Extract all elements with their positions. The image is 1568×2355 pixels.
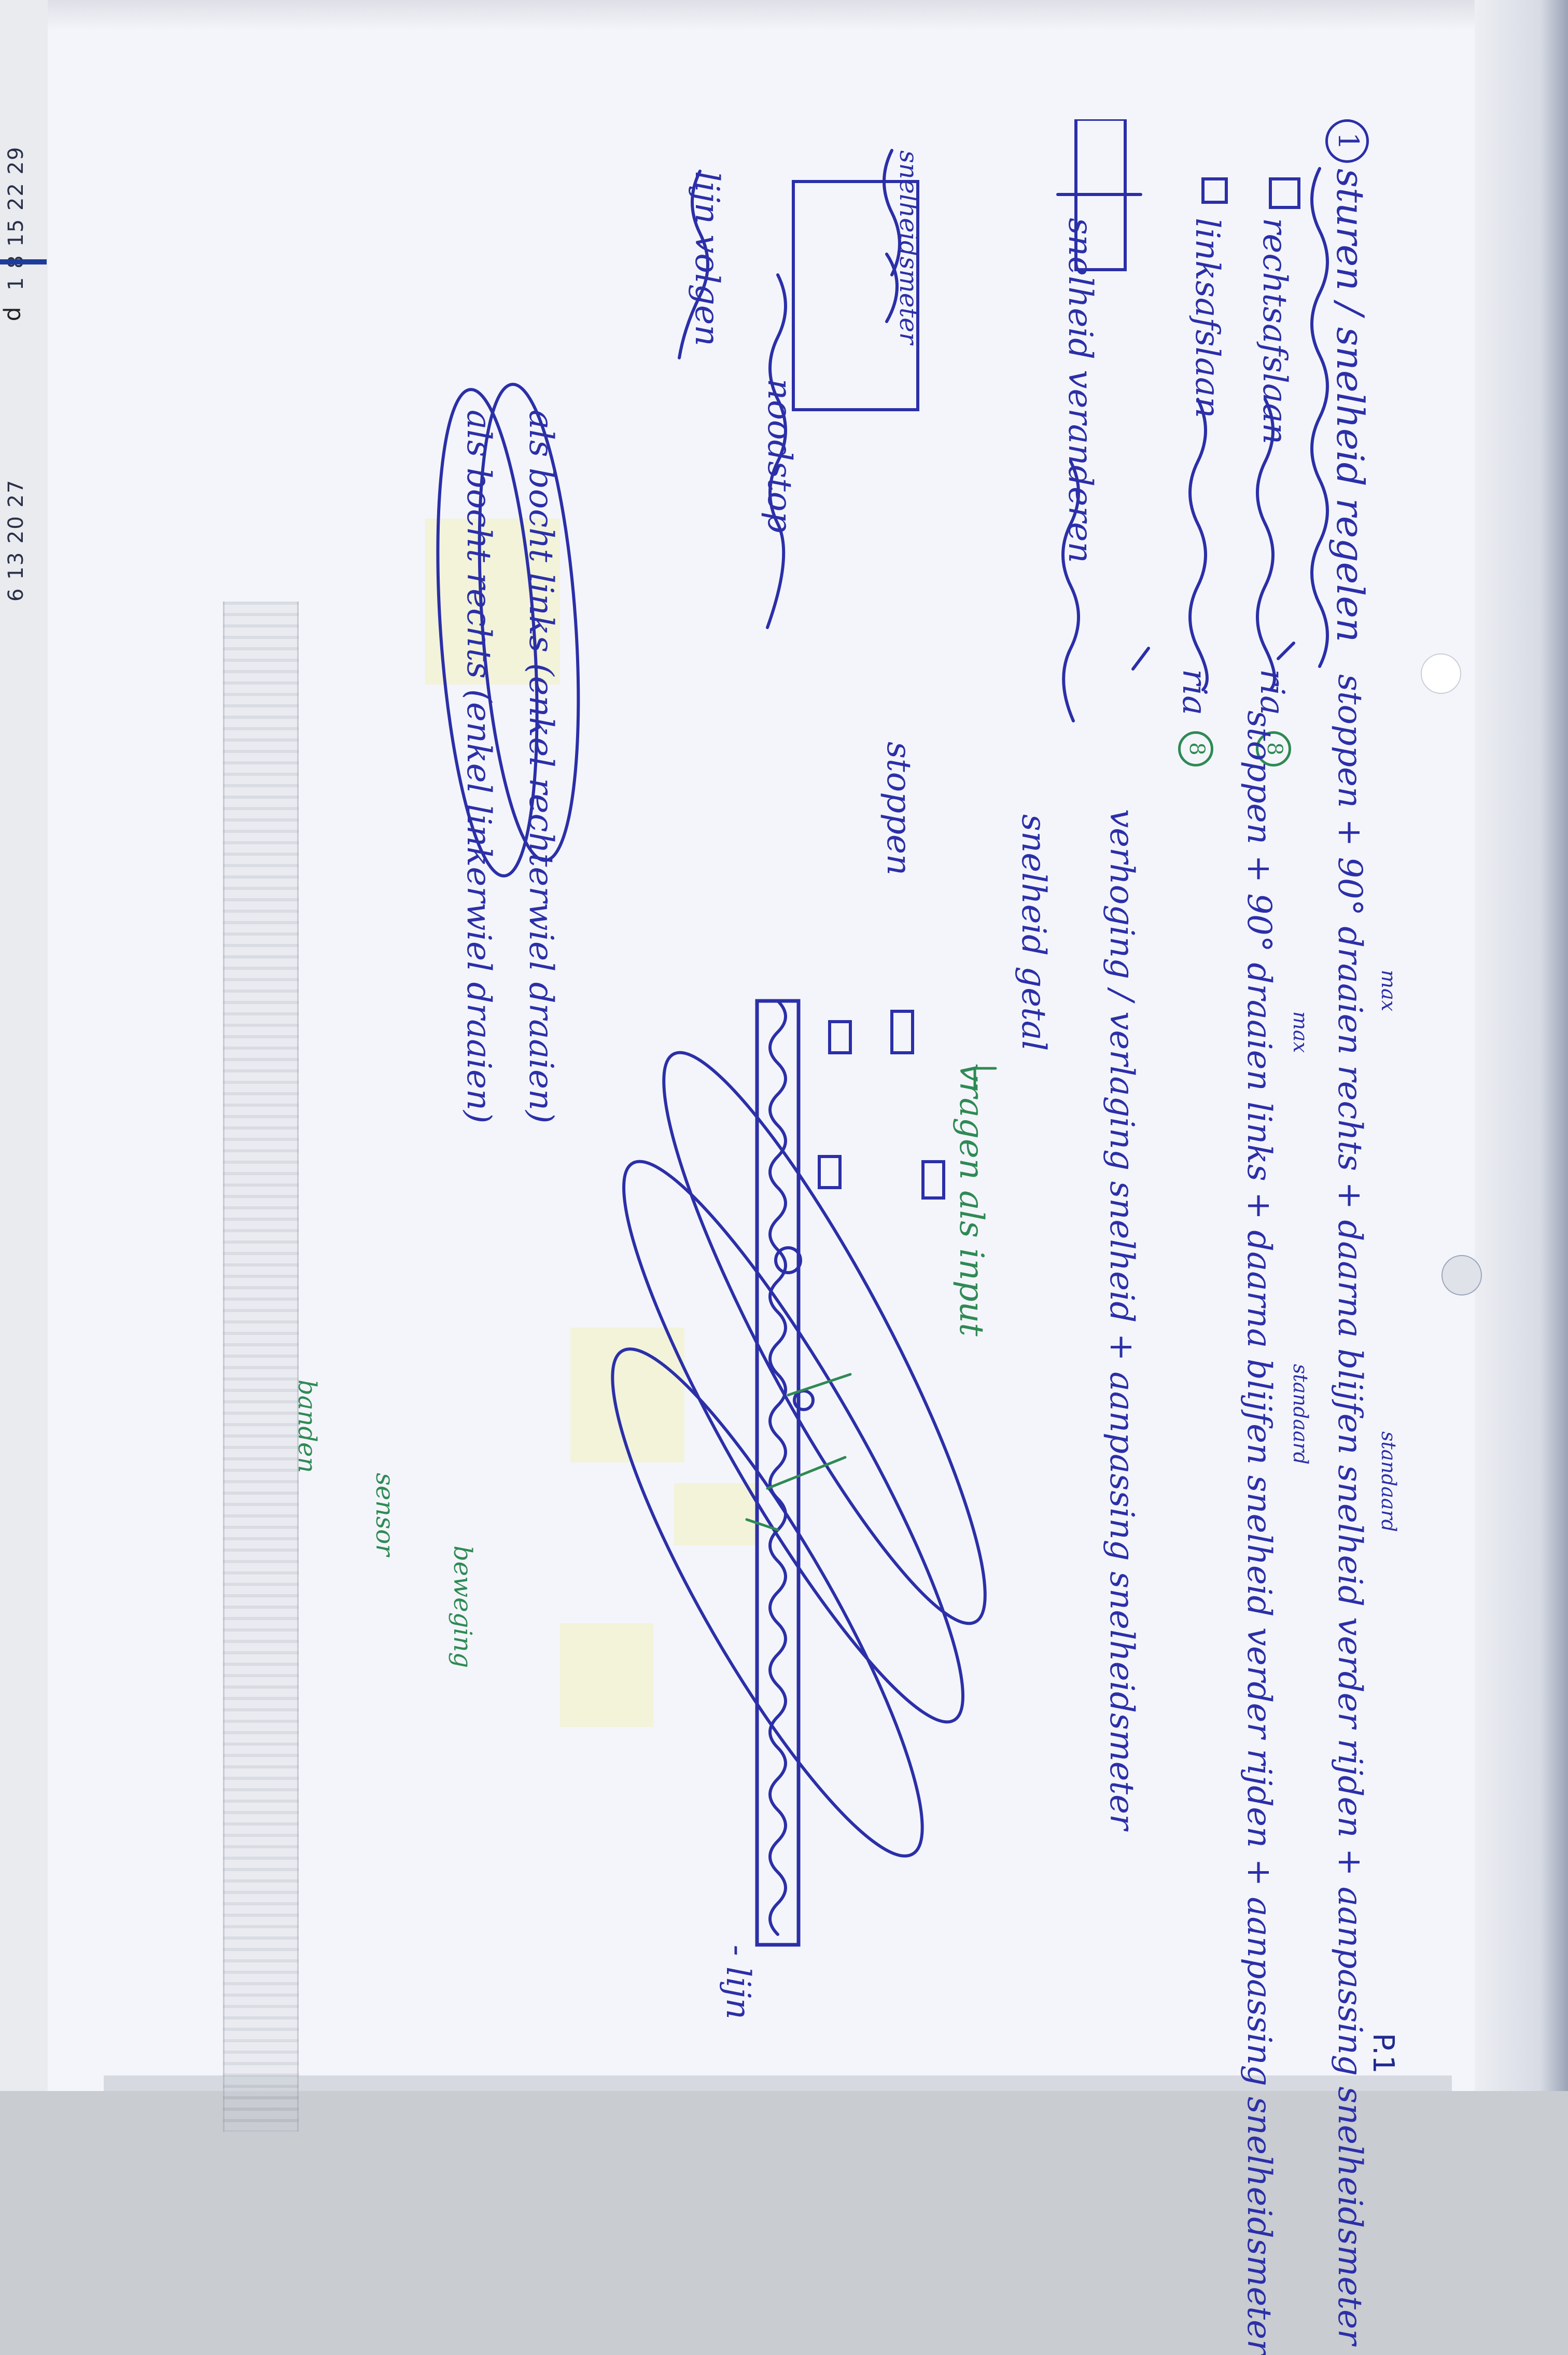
snelheidsmeter-underline (883, 149, 901, 276)
lasso-1 (662, 1051, 987, 1625)
robot-marker (921, 1160, 945, 1200)
lijn-volgen-underline (678, 170, 709, 359)
hole-punch (1421, 653, 1461, 694)
tape-patch (560, 1623, 653, 1727)
page-label: P.1 (1366, 2033, 1400, 2074)
sketch-layer (436, 119, 1329, 1947)
hole-punch (1441, 1255, 1482, 1295)
calendar-highlight-bar (0, 259, 47, 264)
green-pointer-sensor (766, 1456, 847, 1490)
paper-sheet (48, 0, 1568, 2091)
paper-right-edge (1475, 0, 1568, 2091)
robot-marker (828, 1020, 852, 1054)
arrow-noodstop (766, 273, 787, 629)
green-hook (973, 1067, 997, 1091)
label-max-1: max (1377, 970, 1400, 1012)
calendar-dates-row-1: 1 8 15 22 29 (4, 146, 28, 290)
checkbox-linksafslaan (1201, 177, 1228, 204)
robot-marker (818, 1155, 842, 1189)
paper-bottom-edge (104, 2075, 1452, 2091)
calendar-letter: d (0, 306, 26, 322)
dash-2 (1131, 647, 1150, 671)
dash-1 (1277, 642, 1295, 660)
robot-marker (890, 1010, 914, 1054)
meter-box (792, 180, 919, 411)
meter-needle (885, 253, 899, 323)
tape-patch (674, 1483, 757, 1545)
green-pointer-beweging (745, 1518, 779, 1531)
lasso-2 (622, 1160, 964, 1724)
arrow-linksafslaan (1188, 398, 1209, 691)
robot-wheel (774, 1246, 802, 1274)
lasso-note-right (436, 388, 539, 877)
arrow-rechtsafslaan (1256, 398, 1276, 691)
checkbox-rechtsafslaan (1269, 177, 1300, 209)
label-standaard-1: standaard (1377, 1431, 1400, 1532)
handwritten-notes: 1 sturen / snelheid regelen rechtsafslaa… (41, 119, 1400, 2355)
calendar-dates-row-2: 6 13 20 27 (4, 479, 28, 602)
arrow-snelheid-veranderen (1061, 460, 1080, 722)
lasso-3 (611, 1347, 924, 1858)
green-pointer-banden (787, 1373, 852, 1397)
lasso-note-left (478, 383, 580, 862)
tape-patch (425, 519, 560, 685)
track-scribble (768, 999, 787, 1936)
heading-underline (1310, 167, 1329, 668)
faint-pencil-track (223, 602, 299, 2131)
paper-top-edge (48, 0, 1568, 31)
